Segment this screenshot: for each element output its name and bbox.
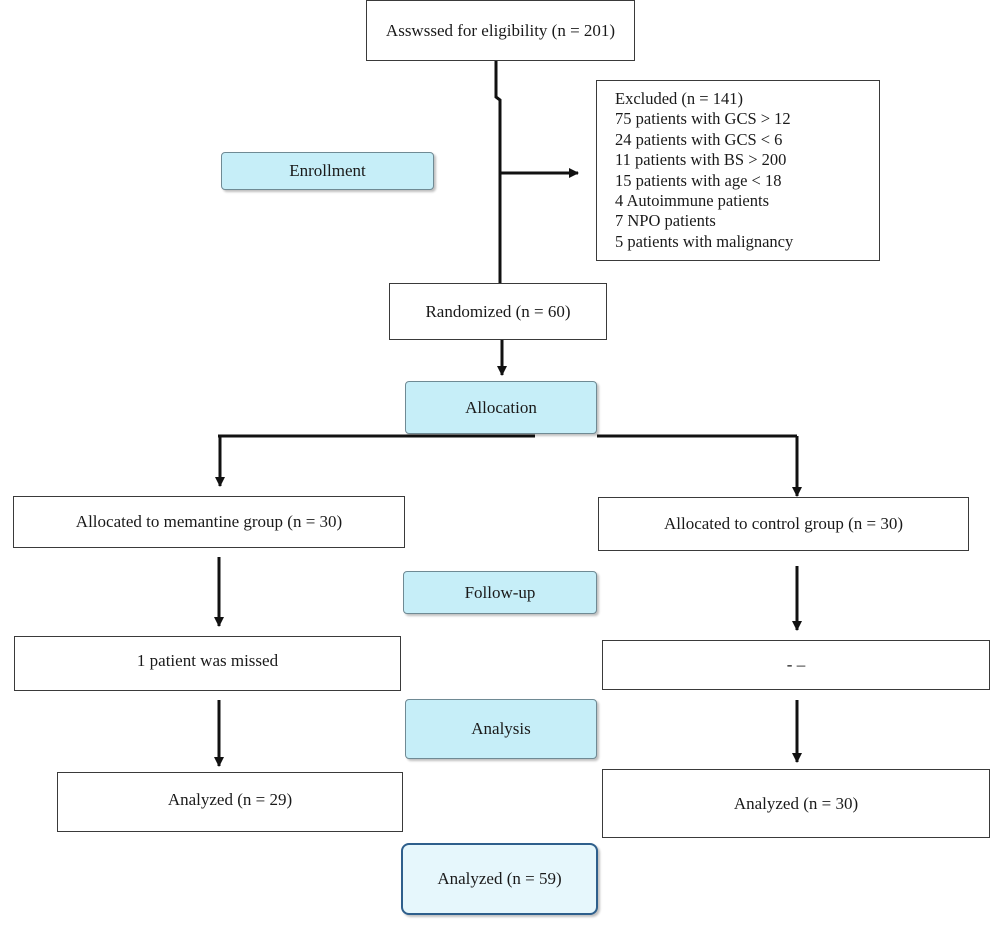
- allocation-text: Allocation: [465, 397, 537, 417]
- analysis-label: Analysis: [405, 699, 597, 759]
- excluded-title: Excluded (n = 141): [615, 89, 743, 108]
- analyzed-total-label: Analyzed (n = 59): [437, 869, 562, 888]
- excluded-item: 11 patients with BS > 200: [615, 150, 787, 170]
- enrollment-label: Enrollment: [221, 152, 434, 190]
- control-group-box: Allocated to control group (n = 30): [598, 497, 969, 551]
- excluded-item: 75 patients with GCS > 12: [615, 109, 791, 129]
- followup-text: Follow-up: [464, 582, 536, 602]
- excluded-item: 15 patients with age < 18: [615, 170, 782, 190]
- line-assessed-to-randomized: [494, 61, 502, 283]
- missed-box: 1 patient was missed: [14, 636, 401, 691]
- analyzed-memantine-label: Analyzed (n = 29): [167, 790, 293, 809]
- control-followup-label: - –: [786, 655, 806, 674]
- randomized-box: Randomized (n = 60): [389, 283, 607, 340]
- missed-label: 1 patient was missed: [136, 650, 279, 670]
- analyzed-control-box: Analyzed (n = 30): [602, 769, 990, 838]
- excluded-box: Excluded (n = 141) 75 patients with GCS …: [596, 80, 880, 261]
- excluded-item: 7 NPO patients: [615, 211, 716, 231]
- enrollment-text: Enrollment: [289, 161, 366, 180]
- assessed-box: Asswssed for eligibility (n = 201): [366, 0, 635, 61]
- memantine-group-label: Allocated to memantine group (n = 30): [75, 512, 343, 531]
- analyzed-memantine-box: Analyzed (n = 29): [57, 772, 403, 832]
- assessed-label: Asswssed for eligibility (n = 201): [385, 20, 616, 40]
- control-followup-box: - –: [602, 640, 990, 690]
- allocation-label: Allocation: [405, 381, 597, 434]
- analyzed-control-label: Analyzed (n = 30): [733, 793, 859, 813]
- randomized-label: Randomized (n = 60): [425, 301, 571, 321]
- analyzed-total-box: Analyzed (n = 59): [401, 843, 598, 915]
- control-group-label: Allocated to control group (n = 30): [663, 514, 904, 533]
- excluded-item: 5 patients with malignancy: [615, 231, 794, 251]
- excluded-item: 4 Autoimmune patients: [615, 191, 769, 211]
- memantine-group-box: Allocated to memantine group (n = 30): [13, 496, 405, 548]
- followup-label: Follow-up: [403, 571, 597, 614]
- analysis-text: Analysis: [471, 719, 531, 738]
- excluded-item: 24 patients with GCS < 6: [615, 129, 783, 149]
